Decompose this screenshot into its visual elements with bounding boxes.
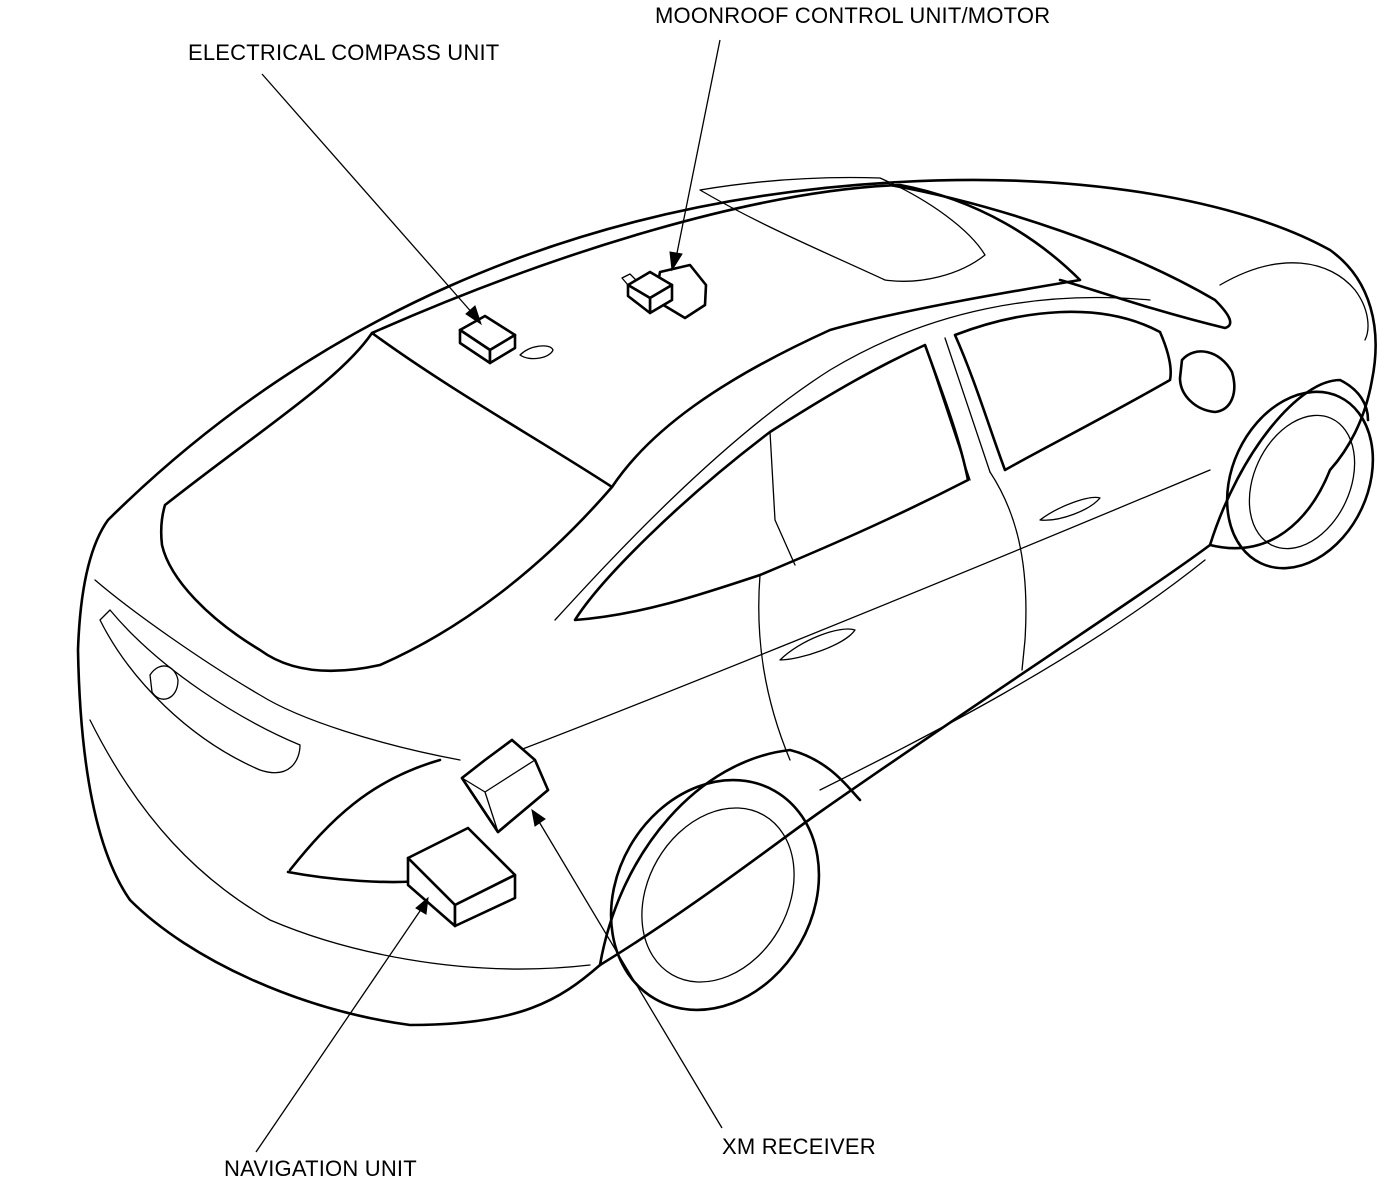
moonroof-control-unit-label: MOONROOF CONTROL UNIT/MOTOR (655, 3, 1051, 28)
front-door-seam (989, 471, 1027, 671)
rear-wheel-inner (641, 807, 795, 983)
roof-outline (159, 183, 1082, 673)
rear-emblem (149, 665, 179, 700)
moonroof-leader (675, 39, 721, 259)
roof-sensor (519, 345, 554, 360)
front-wheel-outer (1225, 390, 1375, 570)
front-wheel-inner (1248, 414, 1356, 550)
xm-leader (537, 819, 723, 1129)
rear-wheel-arch (598, 748, 862, 967)
moonroof-motor[interactable] (621, 263, 708, 320)
roof-rear-line (888, 183, 1232, 330)
taillight (99, 609, 301, 774)
trunk-lid (94, 579, 461, 761)
navigation-unit-box[interactable] (406, 826, 517, 928)
navigation-unit-label: NAVIGATION UNIT (224, 1156, 417, 1181)
moonroof-arrowhead (669, 251, 683, 272)
xm-receiver-label: XM RECEIVER (722, 1134, 876, 1159)
navigation-arrowhead (415, 896, 429, 915)
rear-wheel-outer (609, 778, 821, 1012)
front-side-window (953, 310, 1172, 472)
electrical-compass-unit-label: ELECTRICAL COMPASS UNIT (188, 40, 500, 65)
rear-bumper (89, 719, 591, 970)
car-illustration (76, 176, 1377, 1027)
beltline (519, 469, 1211, 751)
compass-leader (261, 73, 475, 316)
rocker-line (819, 559, 1206, 791)
xm-arrowhead (531, 808, 546, 827)
compass-arrowhead (465, 305, 482, 326)
navigation-leader (255, 907, 423, 1153)
front-door-handle (1039, 496, 1101, 521)
rear-glass-edge (370, 331, 614, 489)
moonroof-panel (699, 176, 986, 282)
window-frame (554, 296, 1151, 621)
side-mirror (1178, 350, 1236, 414)
b-pillar (924, 337, 991, 481)
leader-lines (255, 39, 723, 1153)
hood-line (1219, 262, 1369, 341)
rear-door-seam (758, 574, 791, 761)
compass-unit-box[interactable] (458, 314, 517, 365)
rear-side-window (573, 343, 970, 622)
car-body-outline (76, 178, 1377, 1027)
front-wheel-arch (1208, 378, 1370, 547)
c-pillar (769, 431, 796, 566)
xm-receiver-box[interactable] (460, 738, 550, 834)
rear-door-handle (779, 628, 856, 661)
